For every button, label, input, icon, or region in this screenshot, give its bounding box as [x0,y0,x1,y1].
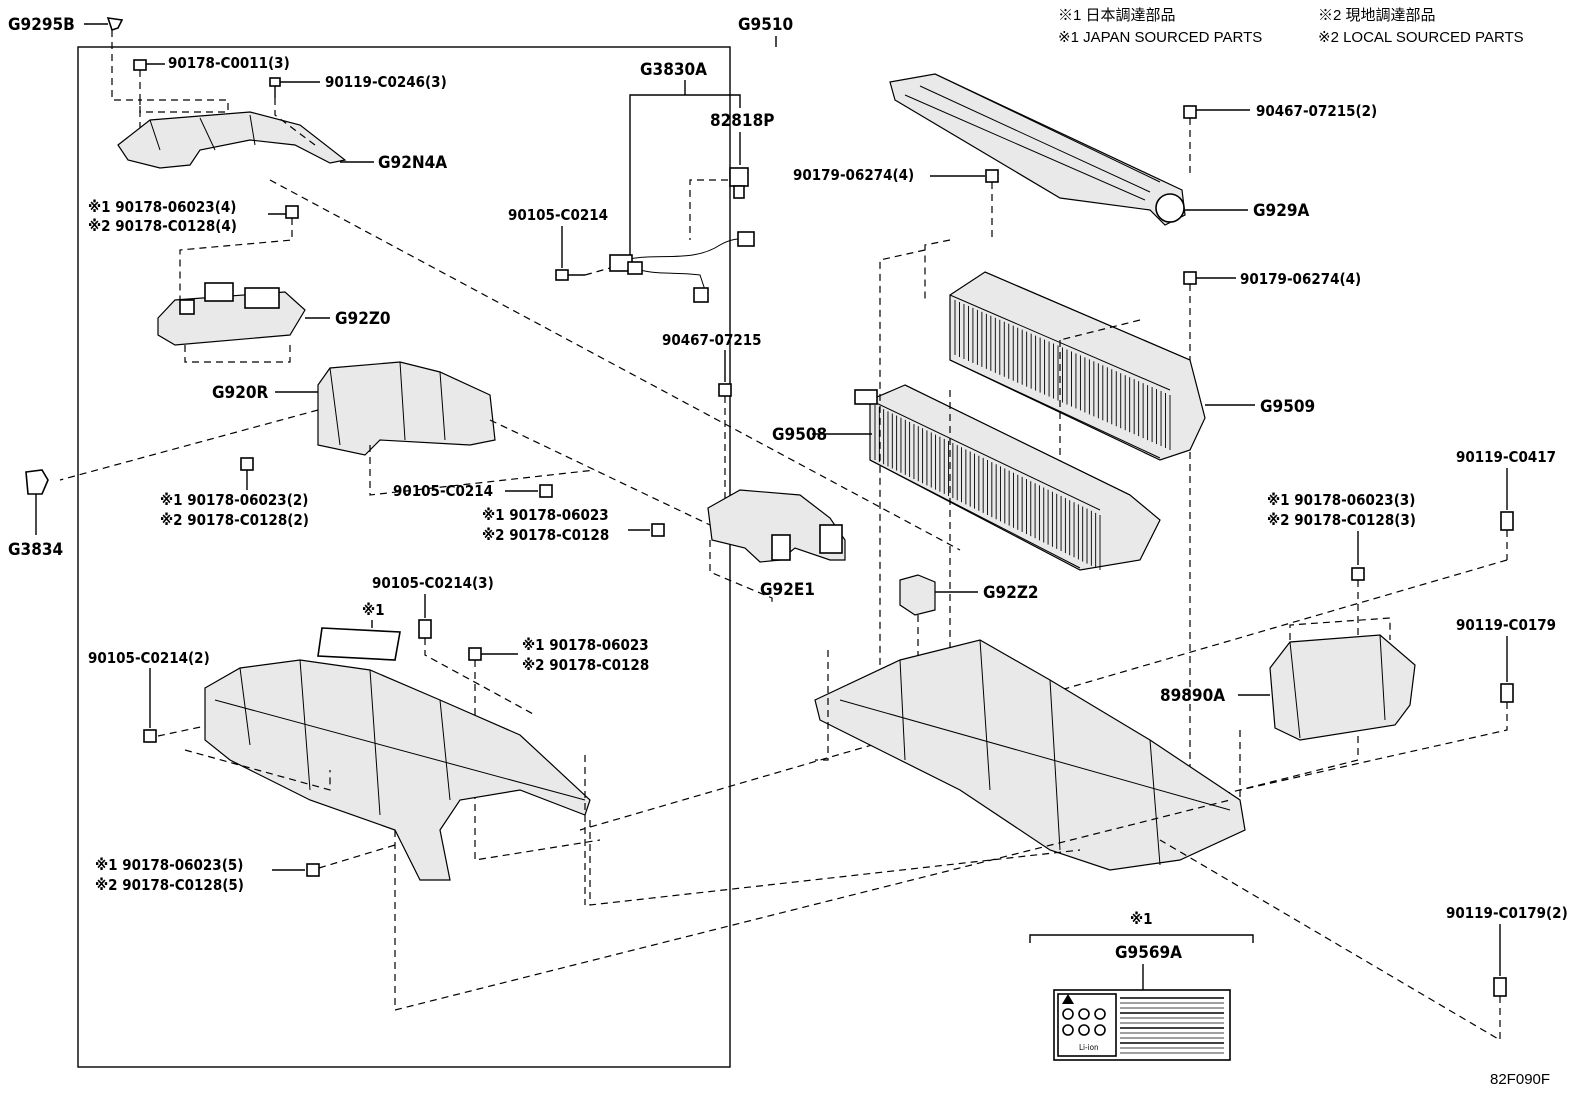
label-90105-c0214-a: 90105-C0214 [508,206,608,224]
nut-icon [1183,105,1197,119]
label-90467-07215-2: 90467-07215(2) [1256,102,1377,120]
label-n1-90178-06023-4: ※1 90178-06023(4) [88,198,236,216]
bolt-icon [1500,511,1514,531]
label-90119-c0246-3: 90119-C0246(3) [325,73,447,91]
battery-module-g9509 [949,271,1206,461]
duct-g92e1 [707,489,846,563]
nut-icon [240,457,254,471]
label-90179-06274-4-b: 90179-06274(4) [1240,270,1361,288]
label-90105-c0214-2: 90105-C0214(2) [88,649,210,667]
label-n1-90178-06023-3: ※1 90178-06023(3) [1267,491,1415,509]
sensor-icon [729,167,749,199]
label-n1-90178-06023-a: ※1 90178-06023 [482,506,609,524]
nut-icon [306,863,320,877]
nut-icon [651,523,665,537]
label-g92e1: G92E1 [760,580,815,600]
bracket-g92z0 [157,282,306,346]
label-90178-c0011-3: 90178-C0011(3) [168,54,290,72]
label-90119-c0417: 90119-C0417 [1456,448,1556,466]
note1-japanese: ※1 日本調達部品 [1058,7,1176,24]
warning-label-sticker: Li-ion [1053,989,1231,1061]
label-n1-90178-06023-5: ※1 90178-06023(5) [95,856,243,874]
bolt-icon [1493,977,1507,997]
label-n2-90178-c0128-3: ※2 90178-C0128(3) [1267,511,1416,529]
bolt-icon [555,269,585,281]
note1-english: ※1 JAPAN SOURCED PARTS [1058,29,1262,46]
label-n2-90178-c0128-4: ※2 90178-C0128(4) [88,217,237,235]
note2-english: ※2 LOCAL SOURCED PARTS [1318,29,1524,46]
nut-icon [1351,567,1365,581]
clip-g3834-icon [25,469,49,495]
wire-harness [609,231,755,303]
label-n2-90178-c0128-2: ※2 90178-C0128(2) [160,511,309,529]
assembly-frame [77,46,731,1068]
bracket-89890a [1269,634,1416,741]
label-n1-90178-06023-b: ※1 90178-06023 [522,636,649,654]
nut-icon [285,205,299,219]
label-90105-c0214-3: 90105-C0214(3) [372,574,494,592]
label-n1-90178-06023-2: ※1 90178-06023(2) [160,491,308,509]
bolt-icon [269,77,281,98]
label-g929a: G929A [1253,201,1309,221]
label-90119-c0179: 90119-C0179 [1456,616,1556,634]
label-g92z2: G92Z2 [983,583,1039,603]
nut-icon [1183,271,1197,285]
label-90105-c0214-b: 90105-C0214 [393,482,493,500]
nut-icon [985,169,999,183]
bracket-g92z2 [899,574,936,616]
liion-text: Li-ion [1079,1043,1099,1052]
battery-tray [814,639,1246,871]
label-g92n4a: G92N4A [378,153,447,173]
label-82818p: 82818P [710,111,774,131]
label-g9509: G9509 [1260,397,1315,417]
battery-module-g9508 [854,384,1161,571]
bolt-icon [539,484,553,498]
label-g920r: G920R [212,383,268,403]
label-g9295b: G9295B [8,15,75,35]
label-90179-06274-4-a: 90179-06274(4) [793,166,914,184]
label-g92z0: G92Z0 [335,309,391,329]
bolt-icon [418,619,432,639]
lower-cover [204,659,591,881]
clip-icon [106,17,124,32]
bolt-icon [143,729,157,743]
bracket-g920r [317,361,496,456]
label-sticker [317,627,401,661]
label-89890a: 89890A [1160,686,1225,706]
nut-icon [468,647,482,661]
label-g3834: G3834 [8,540,63,560]
label-mark1-a: ※1 [362,601,385,619]
label-g9569a: G9569A [1115,943,1182,963]
bolt-icon [1500,683,1514,703]
label-90119-c0179-2: 90119-C0179(2) [1446,904,1568,922]
note2-japanese: ※2 現地調達部品 [1318,7,1436,24]
battery-duct-g929a [889,73,1186,226]
label-g9508: G9508 [772,425,827,445]
label-g3830a: G3830A [640,60,707,80]
label-n2-90178-c0128-b: ※2 90178-C0128 [522,656,649,674]
label-mark1-b: ※1 [1130,910,1153,928]
warning-icon [1062,994,1074,1004]
upper-cover-g92n4a [117,111,347,169]
nut-icon [133,59,147,71]
label-n2-90178-c0128-a: ※2 90178-C0128 [482,526,609,544]
label-90467-07215: 90467-07215 [662,331,762,349]
nut-icon [718,383,732,397]
figure-code: 82F090F [1490,1071,1550,1088]
label-g9510: G9510 [738,15,793,35]
label-n2-90178-c0128-5: ※2 90178-C0128(5) [95,876,244,894]
